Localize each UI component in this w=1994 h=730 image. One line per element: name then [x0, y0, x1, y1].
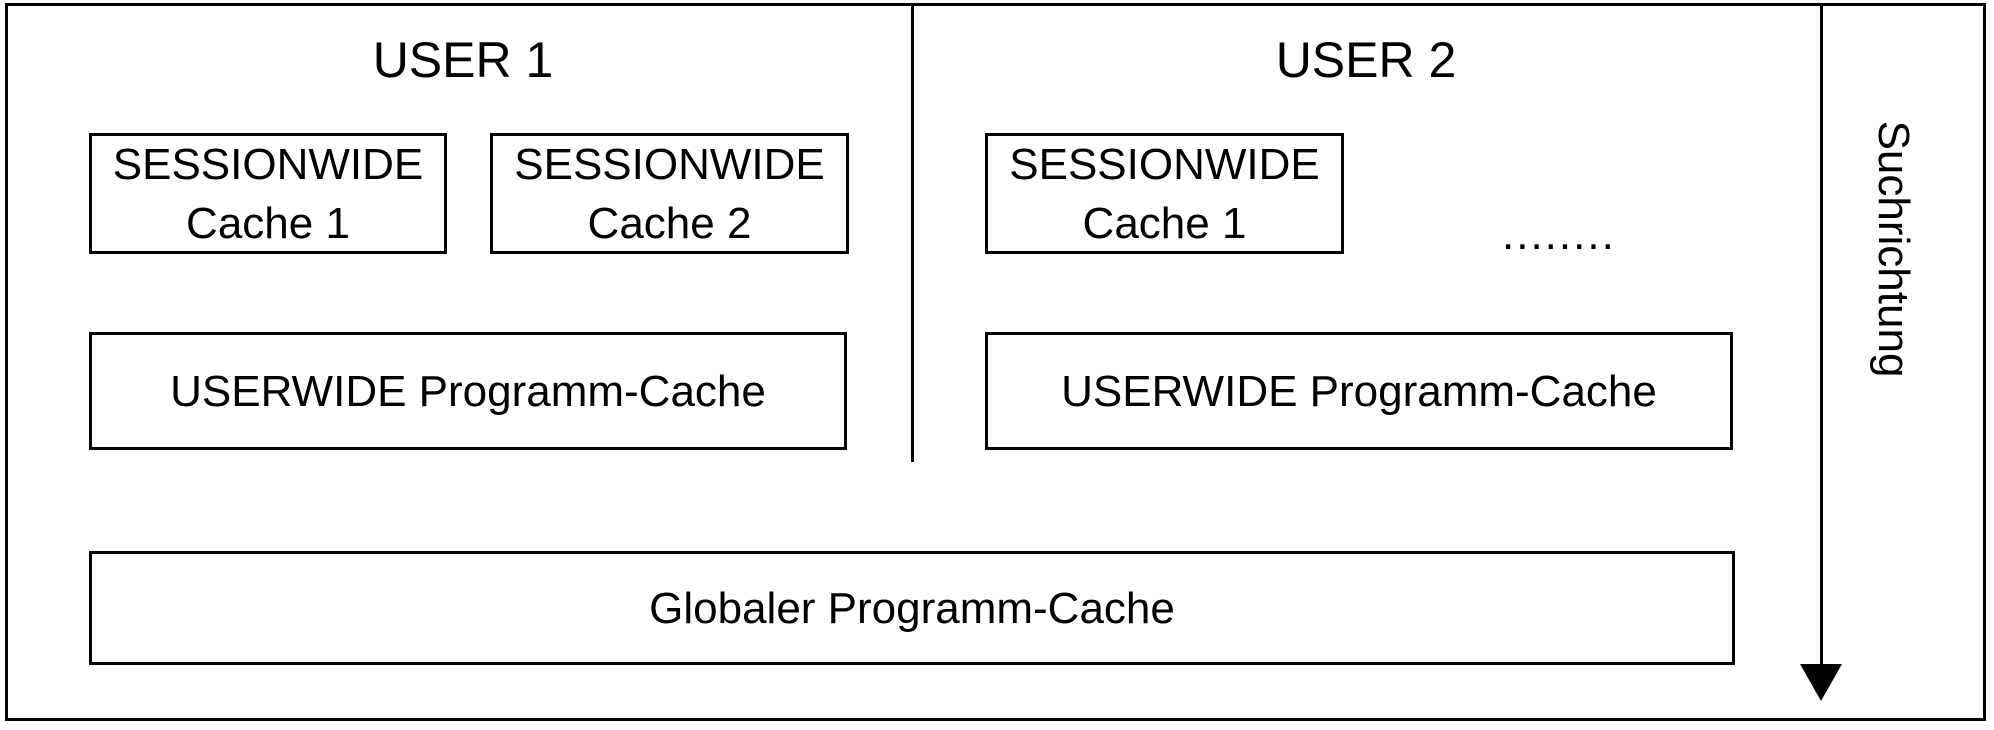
session-cache-label-line2: Cache 1 [1082, 198, 1247, 248]
userwide-cache-label: USERWIDE Programm-Cache [1061, 366, 1657, 416]
session-cache-label-line1: SESSIONWIDE [1009, 139, 1320, 189]
user-divider-line [911, 6, 914, 462]
arrow-down-icon [1800, 664, 1842, 701]
user2-session-cache-1-box: SESSIONWIDE Cache 1 [985, 133, 1344, 254]
user1-title: USER 1 [372, 32, 554, 88]
ellipsis-dots: ........ [1502, 210, 1616, 259]
user1-session-cache-2-box: SESSIONWIDE Cache 2 [490, 133, 849, 254]
outer-border [5, 3, 1986, 721]
session-cache-label-line1: SESSIONWIDE [112, 139, 424, 189]
session-cache-label-line2: Cache 2 [587, 198, 752, 248]
user1-session-cache-1-box: SESSIONWIDE Cache 1 [89, 133, 447, 254]
session-cache-label-line1: SESSIONWIDE [514, 139, 825, 189]
user2-title: USER 2 [1275, 32, 1457, 88]
global-cache-label: Globaler Programm-Cache [649, 583, 1175, 633]
session-cache-label-line2: Cache 1 [186, 198, 350, 248]
userwide-cache-label: USERWIDE Programm-Cache [170, 366, 766, 416]
search-direction-arrow-shaft [1820, 6, 1823, 666]
global-cache-box: Globaler Programm-Cache [89, 551, 1735, 665]
user1-userwide-cache-box: USERWIDE Programm-Cache [89, 332, 847, 450]
user2-userwide-cache-box: USERWIDE Programm-Cache [985, 332, 1733, 450]
search-direction-label: Suchrichtung [1869, 120, 1918, 378]
